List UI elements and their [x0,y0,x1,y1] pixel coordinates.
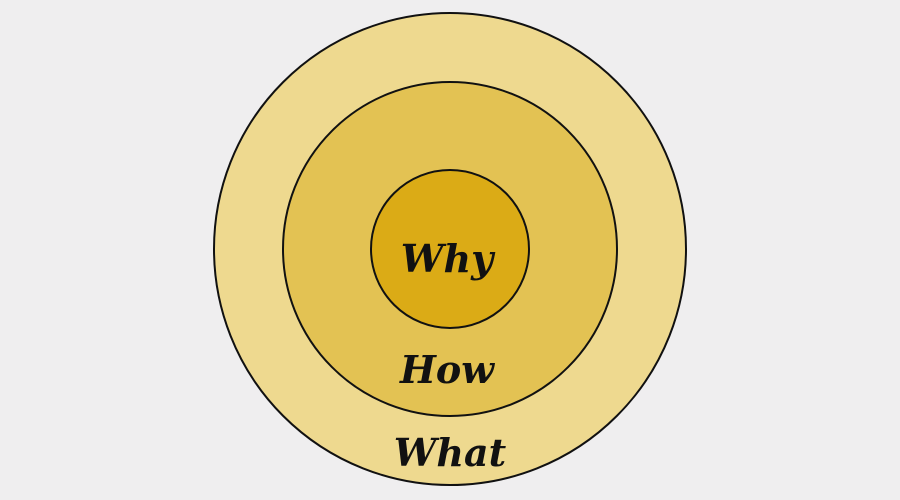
label-what: What [394,430,507,475]
ring-why [370,169,530,329]
label-why: Why [401,236,496,281]
label-how: How [399,347,495,392]
